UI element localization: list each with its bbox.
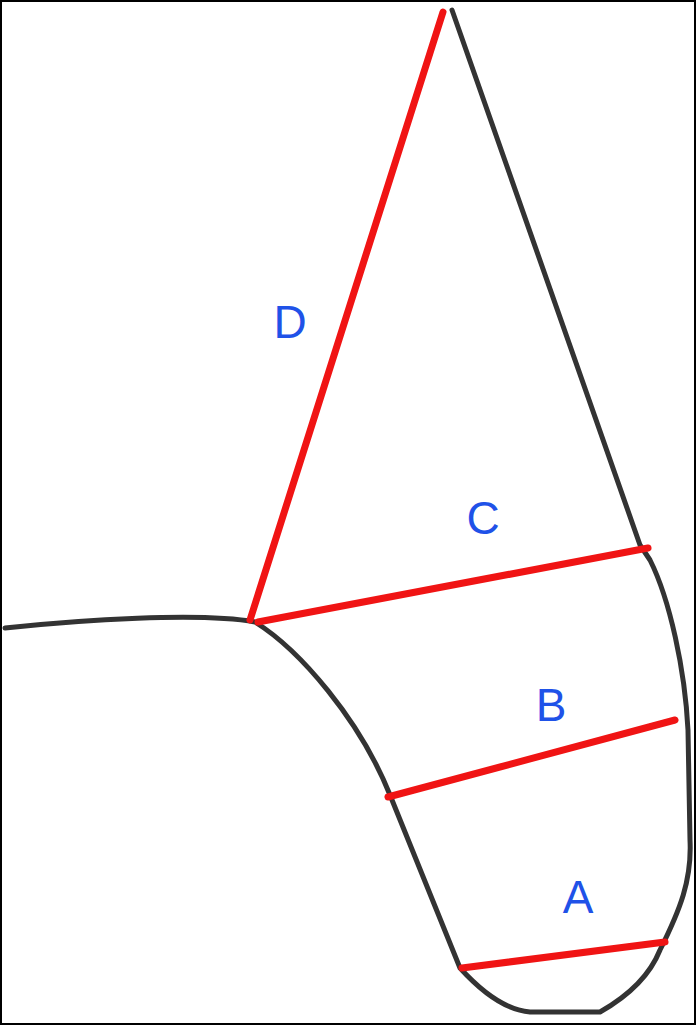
- red-line: [462, 942, 665, 968]
- part-letter: C: [466, 495, 499, 541]
- part-letter: A: [563, 874, 594, 920]
- red-line: [258, 548, 648, 622]
- outline-curve: [5, 10, 690, 1012]
- part-letter: B: [536, 682, 567, 728]
- red-line: [388, 720, 675, 797]
- red-line: [250, 12, 443, 620]
- part-letter: D: [273, 299, 306, 345]
